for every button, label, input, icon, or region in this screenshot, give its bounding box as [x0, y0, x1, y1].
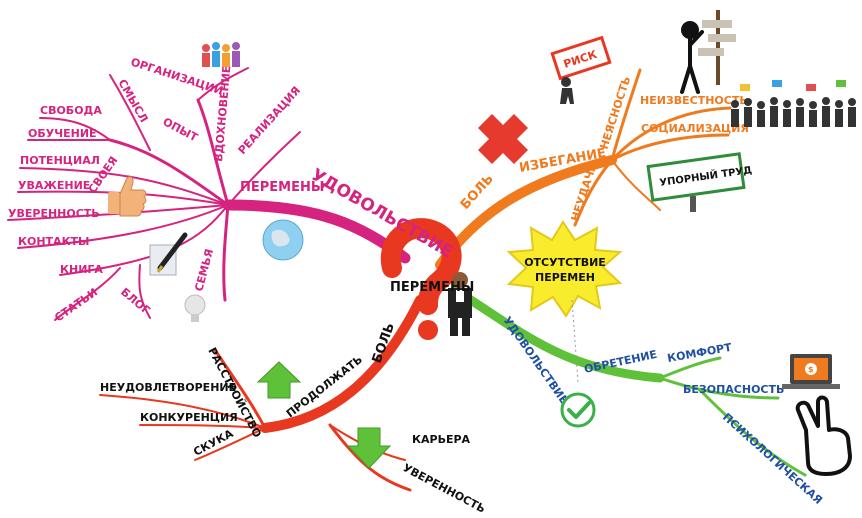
victory-hand-icon: [795, 395, 852, 476]
orange-line-neudacha: [573, 158, 614, 227]
pink-line-svoboda: [39, 117, 111, 141]
checkmark-icon: [560, 392, 596, 428]
globe-icon: [262, 219, 304, 261]
center-label: ПЕРЕМЕНЫ: [390, 280, 474, 295]
upornyy-trud-sign: УПОРНЫЙ ТРУД: [646, 152, 753, 212]
pink-line-realizaciya: [227, 131, 301, 206]
label-blog: БЛОГ: [118, 285, 152, 317]
green-line-psih: [698, 388, 807, 477]
label-kniga: КНИГА: [60, 263, 103, 276]
pink-line-blog: [138, 264, 151, 319]
pink-line-kontakty: [17, 204, 229, 249]
label-neizvestnost: НЕИЗВЕСТНОСТЬ: [640, 94, 748, 107]
pink-line-opyt: [108, 138, 230, 207]
businessman-icon: [448, 272, 472, 336]
label-bezopasnost: БЕЗОПАСНОСТЬ: [683, 383, 784, 396]
laptop-dollar-sign: $: [808, 365, 814, 374]
label-svoboda: СВОБОДА: [40, 104, 102, 117]
label-realizaciya: РЕАЛИЗАЦИЯ: [236, 84, 304, 157]
label-stati: СТАТЬИ: [52, 286, 100, 325]
pink-line-semya: [222, 203, 230, 302]
starburst-shape: [506, 220, 623, 318]
question-mark-icon: [380, 218, 462, 340]
green-branch: [450, 285, 807, 477]
label-uverennost-red: УВЕРЕННОСТЬ: [401, 461, 488, 516]
red-branch: [99, 295, 425, 492]
crowd-icon: [731, 80, 856, 127]
red-line-rasstroystvo: [213, 348, 267, 430]
orange-line-neizvestnost: [610, 106, 732, 162]
starburst: ОТСУТСТВИЕ ПЕРЕМЕН: [506, 220, 623, 383]
pen-icon: [149, 232, 188, 276]
orange-line-socializaciya: [610, 133, 730, 162]
label-vdohnovenie: ВДОХНОВЕНИЕ: [212, 65, 233, 162]
people-group-icon: [202, 42, 240, 67]
label-socializaciya: СОЦИАЛИЗАЦИЯ: [641, 122, 749, 135]
lightbulb-icon: [184, 294, 206, 322]
arrow-up-icon: [256, 361, 302, 399]
label-potencial: ПОТЕНЦИАЛ: [20, 154, 100, 167]
risk-carrier-icon: РИСК: [550, 35, 612, 104]
red-line-skuka: [194, 427, 266, 461]
pink-line-vdohnovenie: [196, 98, 230, 207]
label-konkurenciya: КОНКУРЕНЦИЯ: [140, 411, 238, 424]
label-neyasnost: НЕЯСНОСТЬ: [597, 75, 633, 151]
red-line-uverennost: [328, 423, 412, 492]
laptop-money-icon: $: [782, 354, 840, 389]
stick-figure-icon: [680, 21, 704, 94]
starburst-line2: ПЕРЕМЕН: [535, 271, 595, 284]
label-organizacii: ОРГАНИЗАЦИИ: [129, 55, 225, 97]
thumbs-up-icon: [108, 176, 147, 217]
signpost-icon: [698, 10, 736, 85]
pink-sub-label: ПЕРЕМЕНЫ: [240, 180, 324, 195]
label-uvazhenie: УВАЖЕНИЕ: [18, 179, 90, 192]
orange-line-neyasnost: [610, 68, 642, 162]
label-skuka: СКУКА: [191, 427, 236, 459]
green-main-branch: [450, 285, 665, 383]
label-obuchenie: ОБУЧЕНИЕ: [28, 127, 97, 140]
green-line-bezopasnost: [658, 376, 780, 400]
green-line-komfort: [658, 356, 722, 380]
label-neudovletvorenie: НЕУДОВЛЕТВОРЕНИЕ: [100, 381, 236, 394]
label-semya: СЕМЬЯ: [192, 247, 216, 292]
red-line-konkurenciya: [139, 424, 266, 429]
orange-line-upornyy: [611, 159, 661, 211]
label-karera: КАРЬЕРА: [412, 433, 471, 446]
pink-line-stati: [54, 267, 121, 321]
red-main-branch: [260, 295, 425, 433]
label-opyt: ОПЫТ: [161, 115, 201, 144]
pink-line-potencial: [19, 167, 229, 206]
label-kontakty: КОНТАКТЫ: [18, 235, 89, 248]
green-branch-label: УДОВОЛЬСТВИЕ: [501, 314, 571, 406]
red-line-neudovletvorenie: [99, 394, 266, 429]
starburst-line1: ОТСУТСТВИЕ: [524, 256, 606, 269]
pink-line-smysl: [109, 74, 151, 151]
arrow-down-icon: [346, 427, 392, 469]
pink-line-organizacii: [197, 67, 249, 101]
label-komfort: КОМФОРТ: [666, 341, 733, 365]
label-uverennost-pink: УВЕРЕННОСТЬ: [8, 207, 100, 220]
red-cross-icon: [478, 114, 528, 164]
